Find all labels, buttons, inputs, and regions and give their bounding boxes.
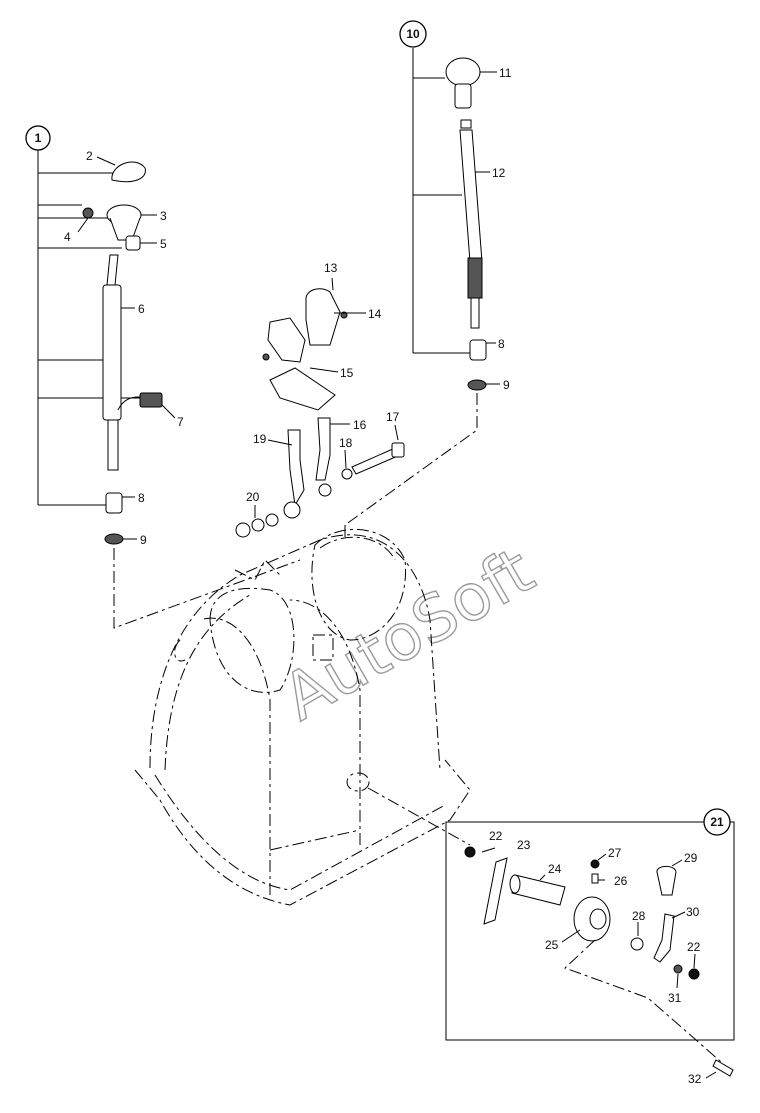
label-22b: 22 <box>687 940 701 954</box>
label-24: 24 <box>548 862 562 876</box>
label-13: 13 <box>324 261 338 275</box>
lever-tube-6 <box>102 284 122 421</box>
callout-10: 10 <box>399 20 427 48</box>
bracket-16 <box>315 417 331 481</box>
lever-30 <box>653 913 675 963</box>
leader-lines <box>77 71 500 540</box>
callout-1: 1 <box>25 125 51 151</box>
label-8-right: 8 <box>498 337 505 351</box>
svg-text:10: 10 <box>406 27 420 41</box>
washer-9-left <box>104 533 124 545</box>
label-32: 32 <box>688 1072 702 1086</box>
shaft-24 <box>511 874 566 906</box>
label-4: 4 <box>64 230 71 244</box>
washer-18 <box>341 468 353 480</box>
label-15: 15 <box>340 366 354 380</box>
center-components <box>235 277 405 540</box>
svg-text:1: 1 <box>35 131 42 145</box>
knob-housing-3 <box>106 204 142 241</box>
nut-stack-20 <box>235 501 301 538</box>
label-30: 30 <box>686 905 700 919</box>
callout-21: 21 <box>703 808 731 836</box>
label-9-left: 9 <box>140 533 147 547</box>
right-lever-assembly <box>344 48 487 526</box>
label-16: 16 <box>353 418 367 432</box>
ring-28 <box>630 937 644 951</box>
label-3: 3 <box>160 209 167 223</box>
label-12: 12 <box>492 166 506 180</box>
label-28: 28 <box>632 909 646 923</box>
nut-22b <box>688 968 700 980</box>
washer-31 <box>673 964 683 974</box>
label-31: 31 <box>668 991 682 1005</box>
bracket-19 <box>287 429 305 507</box>
screw-4 <box>82 207 94 219</box>
label-25: 25 <box>545 938 559 952</box>
bolt-32 <box>712 1059 734 1077</box>
label-29: 29 <box>684 851 698 865</box>
console-housing <box>134 528 471 906</box>
grease-27 <box>590 859 600 869</box>
label-2: 2 <box>86 149 93 163</box>
label-23: 23 <box>517 838 531 852</box>
cover-13 <box>262 288 348 363</box>
link-arm-23 <box>483 857 508 925</box>
connector-5 <box>125 235 141 251</box>
nut-22a <box>464 846 476 858</box>
label-18: 18 <box>339 436 353 450</box>
hub-25 <box>573 896 611 942</box>
label-7: 7 <box>177 415 184 429</box>
knob-cap-2 <box>111 161 146 183</box>
label-14: 14 <box>368 307 382 321</box>
knob-11 <box>445 57 481 109</box>
label-26: 26 <box>614 874 628 888</box>
bushing-8-left <box>105 492 123 514</box>
part-labels: 2 3 4 5 6 7 8 9 11 12 8 9 13 14 15 16 17… <box>64 66 702 1086</box>
bushing-8-right <box>469 339 487 361</box>
cap-29 <box>656 865 677 896</box>
label-8-left: 8 <box>138 491 145 505</box>
label-20: 20 <box>246 490 260 504</box>
label-22a: 22 <box>489 829 503 843</box>
label-6: 6 <box>138 302 145 316</box>
label-11: 11 <box>499 66 512 80</box>
plate-15 <box>269 367 336 411</box>
pin-26 <box>591 873 599 884</box>
detail-box <box>367 787 735 1079</box>
label-9-right: 9 <box>503 378 510 392</box>
label-27: 27 <box>608 846 622 860</box>
label-19: 19 <box>253 432 267 446</box>
lever-rod-12 <box>460 119 472 129</box>
svg-text:21: 21 <box>710 815 724 829</box>
label-5: 5 <box>160 237 167 251</box>
label-17: 17 <box>386 410 400 424</box>
washer-9-right <box>467 379 487 391</box>
left-lever-assembly <box>37 150 301 629</box>
